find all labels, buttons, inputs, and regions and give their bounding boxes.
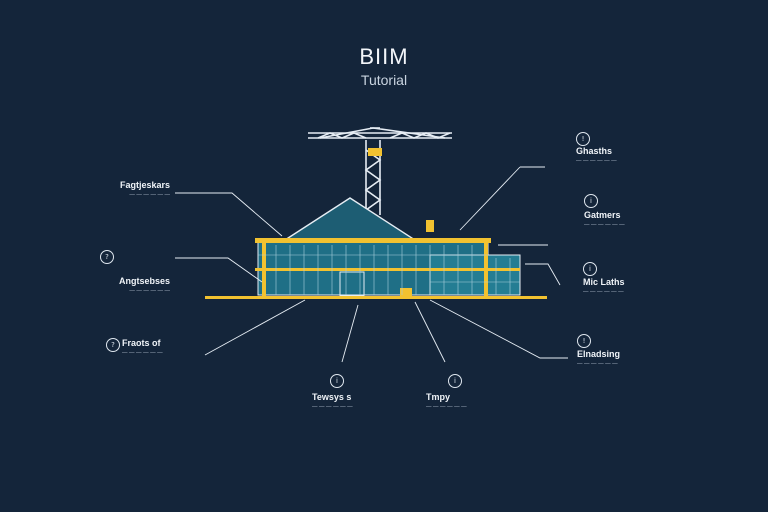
info-icon: i xyxy=(583,262,597,276)
callout-body: — — — — — — xyxy=(122,350,163,356)
building xyxy=(205,197,547,299)
callout-bottom-2: Tmpy — — — — — — xyxy=(426,392,498,411)
crane-cab xyxy=(368,148,382,156)
callout-heading: Tewsys s xyxy=(312,392,352,402)
info-icon: i xyxy=(448,374,462,388)
callout-heading: Mic Laths xyxy=(583,277,625,287)
callout-heading: Elnadsing xyxy=(577,349,621,359)
callout-heading: Tmpy xyxy=(426,392,451,402)
callout-heading: Gatmers xyxy=(584,210,621,220)
callout-body: — — — — — — xyxy=(584,222,625,228)
callout-body: — — — — — — xyxy=(576,158,617,164)
callout-right-1: Ghasths — — — — — — xyxy=(576,146,656,165)
callout-body: — — — — — — xyxy=(577,361,618,367)
callout-body: — — — — — — xyxy=(129,192,170,198)
crane xyxy=(308,127,452,215)
leader-lines xyxy=(175,166,568,363)
info-icon: ! xyxy=(576,132,590,146)
info-icon: i xyxy=(330,374,344,388)
callout-body: — — — — — — xyxy=(312,404,353,410)
callout-right-3: Mic Laths — — — — — — xyxy=(583,277,659,296)
info-icon: ? xyxy=(100,250,114,264)
info-icon: ? xyxy=(106,338,120,352)
info-icon: i xyxy=(584,194,598,208)
info-icon: ! xyxy=(577,334,591,348)
callout-left-2: Angtsebses — — — — — — xyxy=(98,276,170,295)
page-subtitle: Tutorial xyxy=(360,72,408,88)
callout-heading: Fraots of xyxy=(122,338,161,348)
callout-left-1: Fagtjeskars — — — — — — xyxy=(100,180,170,199)
callout-right-2: Gatmers — — — — — — xyxy=(584,210,654,229)
callout-body: — — — — — — xyxy=(129,288,170,294)
callout-right-4: Elnadsing — — — — — — xyxy=(577,349,647,368)
callout-bottom-1: Tewsys s — — — — — — xyxy=(312,392,384,411)
ground-line xyxy=(205,296,547,299)
page-title: BIIM xyxy=(359,44,409,69)
callout-body: — — — — — — xyxy=(583,289,624,295)
callout-left-3: Fraots of — — — — — — xyxy=(122,338,180,357)
callout-heading: Angtsebses xyxy=(118,276,170,286)
callout-heading: Fagtjeskars xyxy=(119,180,170,190)
callout-body: — — — — — — xyxy=(426,404,467,410)
callout-heading: Ghasths xyxy=(576,146,613,156)
